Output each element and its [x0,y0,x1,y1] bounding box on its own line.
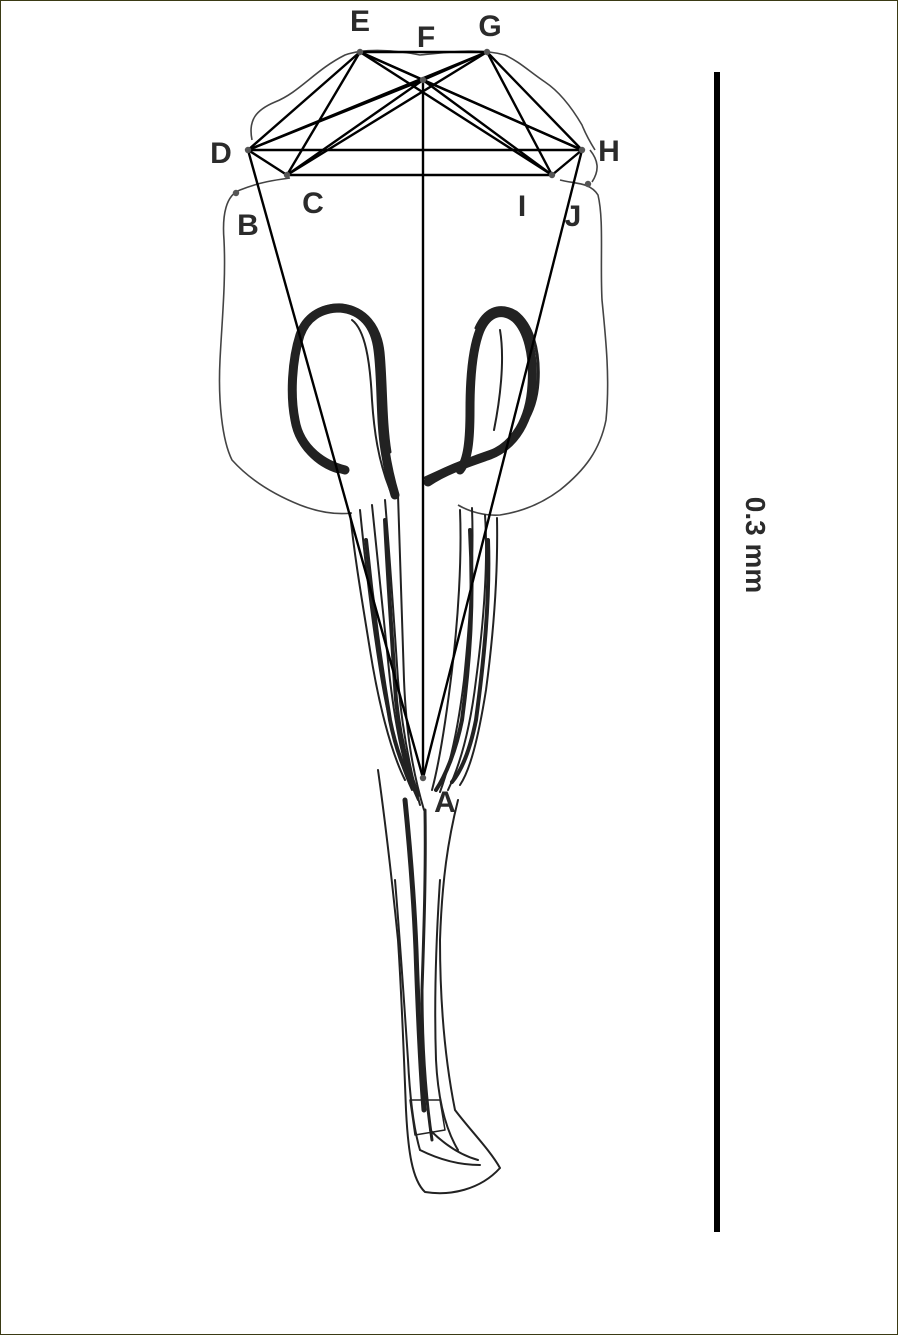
landmark-label-D: D [210,137,232,170]
landmark-point-F [420,77,426,83]
connection-G-F [423,52,487,80]
connection-H-A [423,150,582,778]
scale-bar-label: 0.3 mm [740,497,771,594]
connection-E-F [360,52,423,80]
landmark-points [233,49,591,781]
landmark-point-A [420,775,426,781]
connection-E-C [287,52,360,175]
landmark-point-C [284,172,290,178]
landmark-label-E: E [350,5,370,38]
right-loop [425,308,538,482]
connection-G-H [487,52,582,150]
right-stem [432,508,497,792]
landmark-label-G: G [478,10,501,43]
connection-D-A [248,150,423,778]
left-loop [290,305,395,495]
scape-outline [220,150,608,515]
connection-F-D [248,80,423,150]
landmark-label-I: I [518,190,526,223]
landmark-point-B [233,190,239,196]
landmark-label-C: C [302,187,324,220]
landmark-point-E [357,49,363,55]
landmark-point-H [579,147,585,153]
landmark-point-G [484,49,490,55]
lower-segment [378,770,500,1193]
landmark-point-I [549,172,555,178]
landmark-point-D [245,147,251,153]
landmark-label-B: B [237,209,259,242]
landmark-label-F: F [417,21,435,54]
landmark-label-A: A [434,786,456,819]
landmark-label-J: J [565,200,582,233]
landmark-point-J [585,181,591,187]
landmark-label-H: H [598,135,620,168]
